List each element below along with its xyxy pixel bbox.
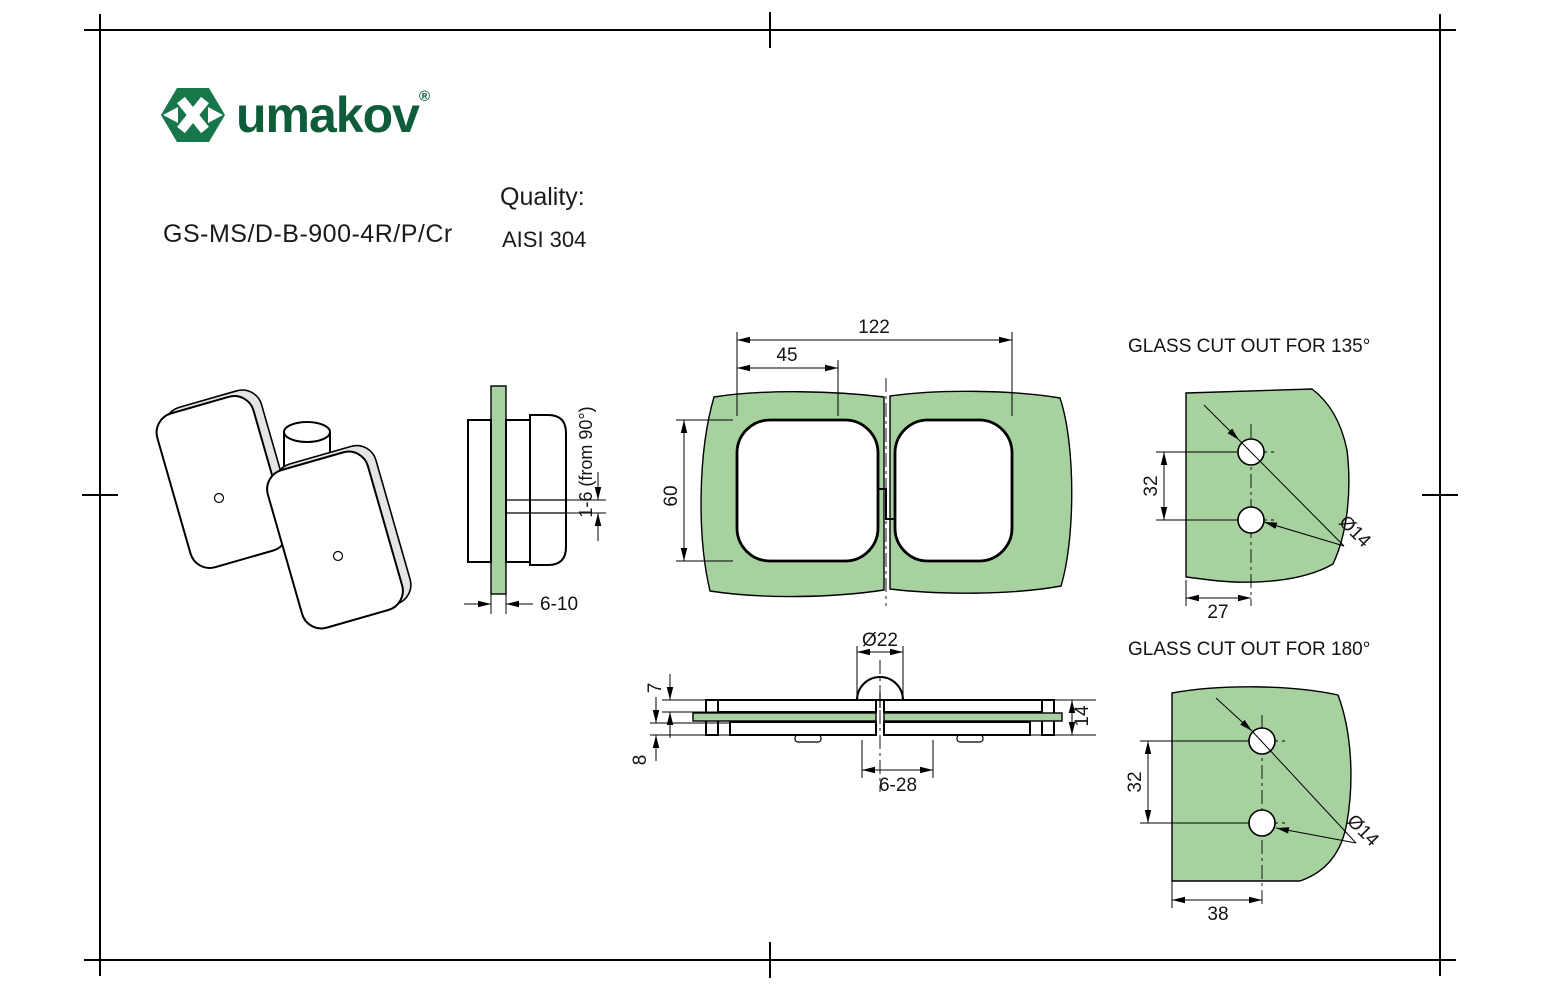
- registered-mark-icon: ®: [418, 88, 431, 105]
- dim-adjust-1-6: 1-6 (from 90°): [566, 406, 606, 541]
- dim-top-label: 7: [645, 683, 666, 694]
- dim-knuckle-label: Ø22: [862, 630, 898, 651]
- front-view: Ø22 7 8 14: [630, 630, 1096, 796]
- dim-overall-label: 122: [858, 317, 890, 338]
- cutout-135-view: GLASS CUT OUT FOR 135° Ø14 32: [1128, 336, 1375, 623]
- quality-label: Quality:: [500, 183, 585, 211]
- dim-14: 14: [1030, 699, 1096, 736]
- dim-bottom-label: 8: [630, 755, 651, 766]
- cutout-180-view: GLASS CUT OUT FOR 180° Ø14 32: [1125, 639, 1383, 925]
- dim-6-28: 6-28: [861, 740, 934, 796]
- dim-glass-6-10: 6-10: [464, 594, 578, 615]
- sheet-border: [82, 12, 1458, 978]
- dim-o22: Ø22: [856, 630, 904, 696]
- dim-height-label: 60: [661, 485, 682, 506]
- dim-pitch-135-label: 32: [1141, 475, 1162, 496]
- dim-7: 7: [645, 674, 718, 738]
- glass-edge: [490, 385, 507, 595]
- dim-adjust-label: 1-6 (from 90°): [576, 406, 596, 517]
- bottom-plate-right: [883, 721, 1031, 736]
- dim-edge-135-label: 27: [1207, 602, 1228, 623]
- hinge-plate-left: [735, 418, 880, 563]
- cutout-180-title: GLASS CUT OUT FOR 180°: [1128, 639, 1370, 660]
- dim-8: 8: [630, 697, 730, 765]
- dim-right-label: 14: [1072, 705, 1093, 727]
- screw-dot: [213, 492, 225, 504]
- dim-60: 60: [661, 419, 733, 562]
- glass-strip-left: [692, 712, 877, 722]
- bottom-plate-left: [729, 721, 877, 736]
- glass-strip-right: [883, 712, 1063, 722]
- dim-gap-label: 6-28: [879, 775, 917, 796]
- top-plate-right: [883, 699, 1043, 713]
- dim-32-135: 32: [1141, 451, 1236, 521]
- brand-logo: umakov ®: [160, 86, 430, 144]
- brand-icon: [161, 88, 225, 142]
- dim-122: 122: [736, 317, 1013, 416]
- dim-offset-label: 45: [776, 345, 797, 366]
- glass-cutout-135: [1185, 388, 1350, 583]
- dim-32-180: 32: [1125, 740, 1247, 824]
- isometric-view: [155, 389, 412, 630]
- top-plate-left: [717, 699, 877, 713]
- brand-name: umakov: [236, 87, 420, 143]
- dim-38-180: 38: [1171, 881, 1262, 925]
- glass-cutout-180: [1171, 686, 1352, 882]
- hinge-plate-right: [893, 418, 1014, 563]
- dim-glass-label: 6-10: [540, 594, 578, 615]
- hole-bottom: [1237, 506, 1265, 534]
- product-code: GS-MS/D-B-900-4R/P/Cr: [163, 220, 453, 248]
- dim-pitch-180-label: 32: [1125, 771, 1146, 792]
- dim-45: 45: [737, 345, 839, 416]
- side-view: 1-6 (from 90°) 6-10: [464, 385, 606, 615]
- cutout-135-title: GLASS CUT OUT FOR 135°: [1128, 336, 1370, 357]
- quality-value: AISI 304: [502, 227, 587, 252]
- top-view: 122 45 60: [661, 317, 1073, 606]
- screw-dot: [332, 550, 344, 562]
- dim-27-135: 27: [1185, 580, 1251, 623]
- dim-edge-180-label: 38: [1207, 904, 1228, 925]
- hole-bottom: [1248, 809, 1276, 837]
